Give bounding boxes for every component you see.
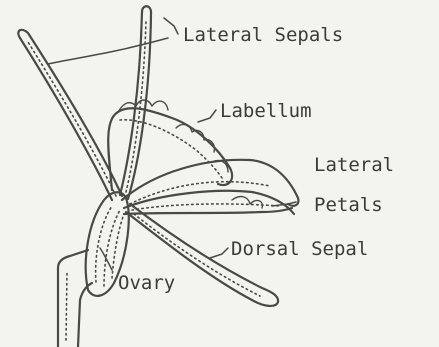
label-lateral-sepals: Lateral Sepals bbox=[183, 24, 343, 46]
label-lateral-petals-line2: Petals bbox=[314, 194, 383, 216]
leader-lines bbox=[48, 18, 296, 270]
stem bbox=[58, 250, 92, 347]
lateral-sepal-left bbox=[18, 30, 122, 200]
label-lateral-petals-line1: Lateral bbox=[314, 154, 394, 176]
label-labellum: Labellum bbox=[220, 100, 312, 122]
lateral-sepal-upper bbox=[120, 6, 151, 199]
label-dorsal-sepal: Dorsal Sepal bbox=[231, 238, 368, 260]
label-ovary: Ovary bbox=[118, 272, 175, 294]
